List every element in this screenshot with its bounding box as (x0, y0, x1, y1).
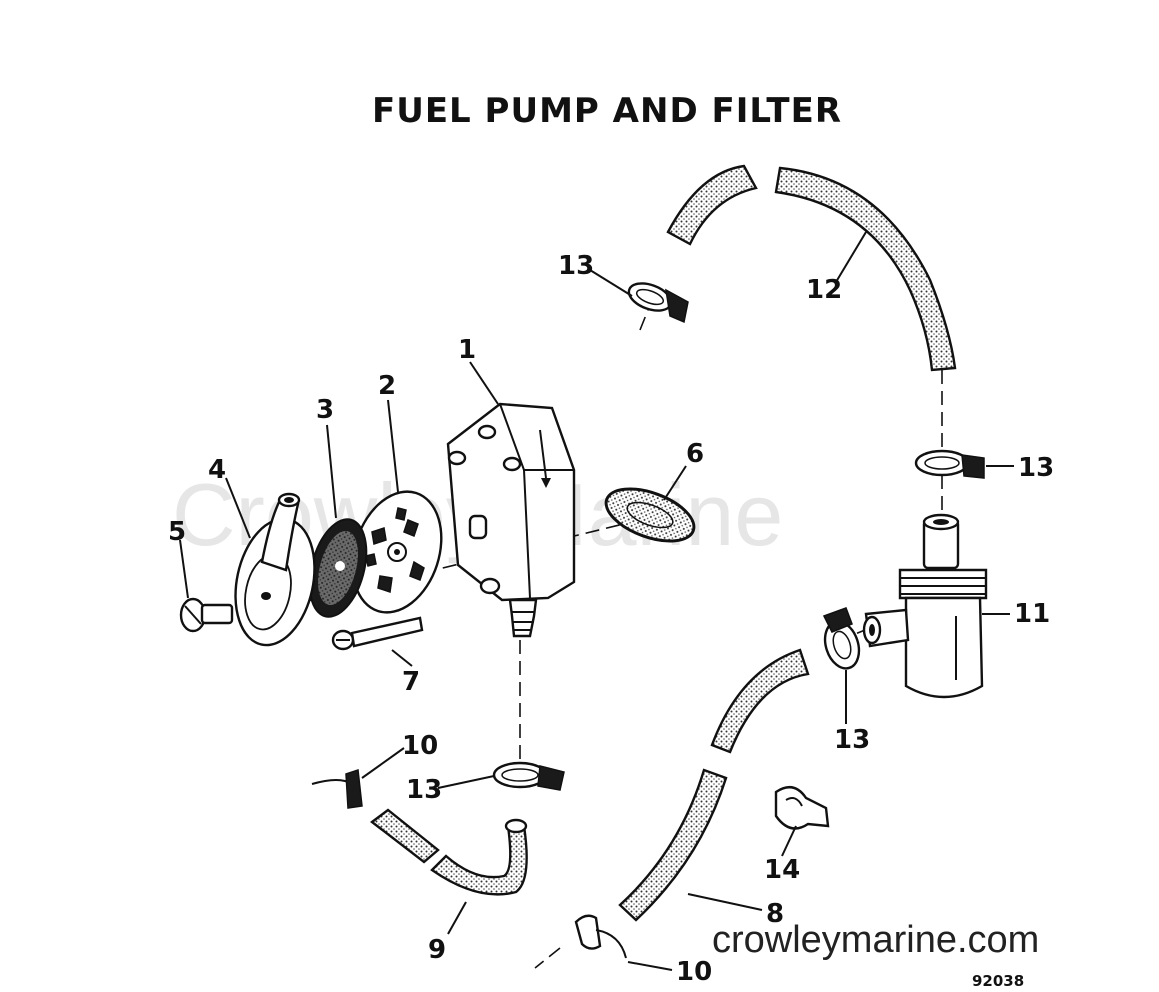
leader-lines (179, 231, 1014, 971)
callout-12: 12 (806, 275, 842, 305)
callout-7: 7 (402, 667, 420, 697)
part-13-hose-clamp-filter-top (914, 449, 985, 479)
callout-10-left: 10 (402, 731, 438, 761)
callout-5: 5 (168, 517, 186, 547)
drawing-number: 92038 (972, 972, 1024, 990)
callout-13-top: 13 (558, 251, 594, 281)
part-7-long-screw (331, 616, 424, 651)
callout-13-right: 13 (1018, 453, 1054, 483)
part-3-filter-screen (308, 518, 368, 618)
part-4-pump-cover (234, 492, 316, 647)
diagram-title: FUEL PUMP AND FILTER (372, 91, 842, 131)
callout-1: 1 (458, 335, 476, 365)
callout-13-lower: 13 (406, 775, 442, 805)
part-13-hose-clamp-lower (492, 761, 565, 791)
callout-6: 6 (686, 439, 704, 469)
part-9-elbow-hose (370, 808, 528, 896)
part-5-screw (179, 597, 234, 633)
part-10-clip-bottom (574, 914, 627, 959)
part-11-fuel-filter (862, 513, 988, 699)
part-13-hose-clamp-filter-side (822, 607, 861, 670)
callout-3: 3 (316, 395, 334, 425)
callout-4: 4 (208, 455, 226, 485)
callout-2: 2 (378, 371, 396, 401)
callout-9: 9 (428, 935, 446, 965)
callout-11: 11 (1014, 599, 1050, 629)
website-url: crowleymarine.com (712, 919, 1039, 961)
part-6-gasket (604, 487, 696, 543)
part-12-fuel-hose-upper (666, 164, 957, 372)
part-14-clamp (774, 786, 830, 830)
part-2-valve-plate (351, 490, 443, 614)
part-13-hose-clamp-top (627, 282, 689, 324)
callout-8: 8 (766, 899, 784, 929)
callout-13-filter-side: 13 (834, 725, 870, 755)
callout-10-bottom: 10 (676, 957, 712, 987)
part-10-clip-left (311, 768, 363, 809)
callout-labels: 1 2 3 4 5 6 7 8 9 10 10 11 12 13 13 13 1… (168, 251, 1054, 987)
part-8-fuel-hose-lower (618, 648, 810, 922)
part-1-fuel-pump-body (446, 402, 576, 638)
callout-14: 14 (764, 855, 800, 885)
